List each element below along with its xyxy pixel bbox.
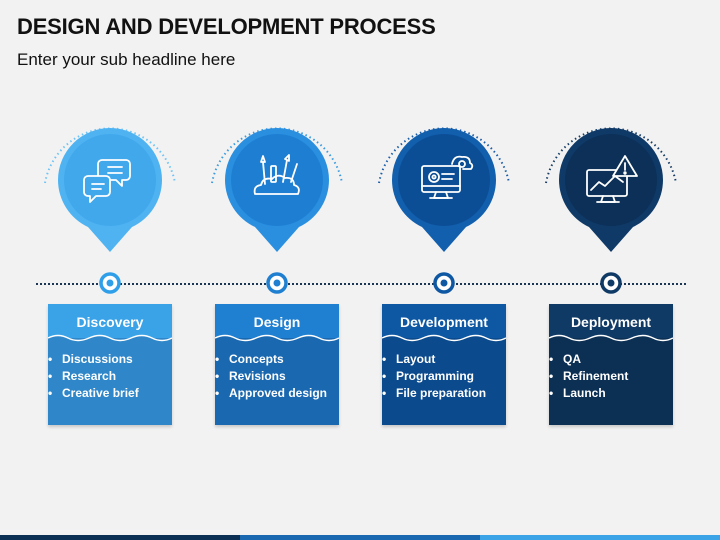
dotted-arc bbox=[211, 127, 343, 184]
dotted-arc bbox=[378, 127, 510, 184]
design-tools-icon bbox=[253, 154, 300, 195]
step-design: Design Concepts Revisions Approved desig… bbox=[207, 0, 347, 540]
bar-segment bbox=[480, 535, 720, 540]
list-item: Refinement bbox=[549, 368, 673, 385]
step-pin bbox=[44, 127, 176, 294]
step-items: QA Refinement Launch bbox=[549, 351, 673, 402]
list-item: Layout bbox=[382, 351, 506, 368]
step-title: Development bbox=[382, 304, 506, 338]
step-card-body: Layout Programming File preparation bbox=[382, 344, 506, 425]
monitor-alert-icon bbox=[586, 155, 638, 203]
list-item: QA bbox=[549, 351, 673, 368]
list-item: Launch bbox=[549, 385, 673, 402]
list-item: Research bbox=[48, 368, 172, 385]
icon-circle bbox=[398, 134, 490, 226]
step-development: Development Layout Programming File prep… bbox=[374, 0, 514, 540]
step-pin bbox=[378, 127, 510, 294]
step-card-body: QA Refinement Launch bbox=[549, 344, 673, 425]
card-wave bbox=[48, 334, 172, 346]
monitor-gear-icon bbox=[421, 155, 474, 199]
step-card: Deployment QA Refinement Launch bbox=[549, 304, 673, 425]
step-card-body: Concepts Revisions Approved design bbox=[215, 344, 339, 425]
chat-bubbles-icon bbox=[83, 159, 131, 203]
list-item: Discussions bbox=[48, 351, 172, 368]
card-wave bbox=[382, 334, 506, 346]
card-wave bbox=[549, 334, 673, 346]
timeline-line bbox=[36, 283, 686, 285]
page-title: DESIGN AND DEVELOPMENT PROCESS bbox=[17, 14, 436, 39]
dotted-arc bbox=[44, 127, 176, 184]
step-items: Layout Programming File preparation bbox=[382, 351, 506, 402]
step-card: Discovery Discussions Research Creative … bbox=[48, 304, 172, 425]
step-title: Design bbox=[215, 304, 339, 338]
bottom-color-bar bbox=[0, 535, 720, 540]
step-discovery: Discovery Discussions Research Creative … bbox=[40, 0, 180, 540]
dotted-arc bbox=[545, 127, 677, 184]
list-item: Revisions bbox=[215, 368, 339, 385]
step-title: Discovery bbox=[48, 304, 172, 338]
step-title: Deployment bbox=[549, 304, 673, 338]
card-wave bbox=[215, 334, 339, 346]
list-item: Concepts bbox=[215, 351, 339, 368]
bar-segment bbox=[0, 535, 240, 540]
step-card-body: Discussions Research Creative brief bbox=[48, 344, 172, 425]
bar-segment bbox=[240, 535, 480, 540]
step-card: Development Layout Programming File prep… bbox=[382, 304, 506, 425]
step-card: Design Concepts Revisions Approved desig… bbox=[215, 304, 339, 425]
page-subtitle: Enter your sub headline here bbox=[17, 50, 236, 69]
list-item: File preparation bbox=[382, 385, 506, 402]
step-deployment: Deployment QA Refinement Launch bbox=[541, 0, 681, 540]
step-items: Discussions Research Creative brief bbox=[48, 351, 172, 402]
step-items: Concepts Revisions Approved design bbox=[215, 351, 339, 402]
list-item: Creative brief bbox=[48, 385, 172, 402]
list-item: Approved design bbox=[215, 385, 339, 402]
step-pin bbox=[545, 127, 677, 294]
list-item: Programming bbox=[382, 368, 506, 385]
step-pin bbox=[211, 127, 343, 294]
icon-circle bbox=[231, 134, 323, 226]
